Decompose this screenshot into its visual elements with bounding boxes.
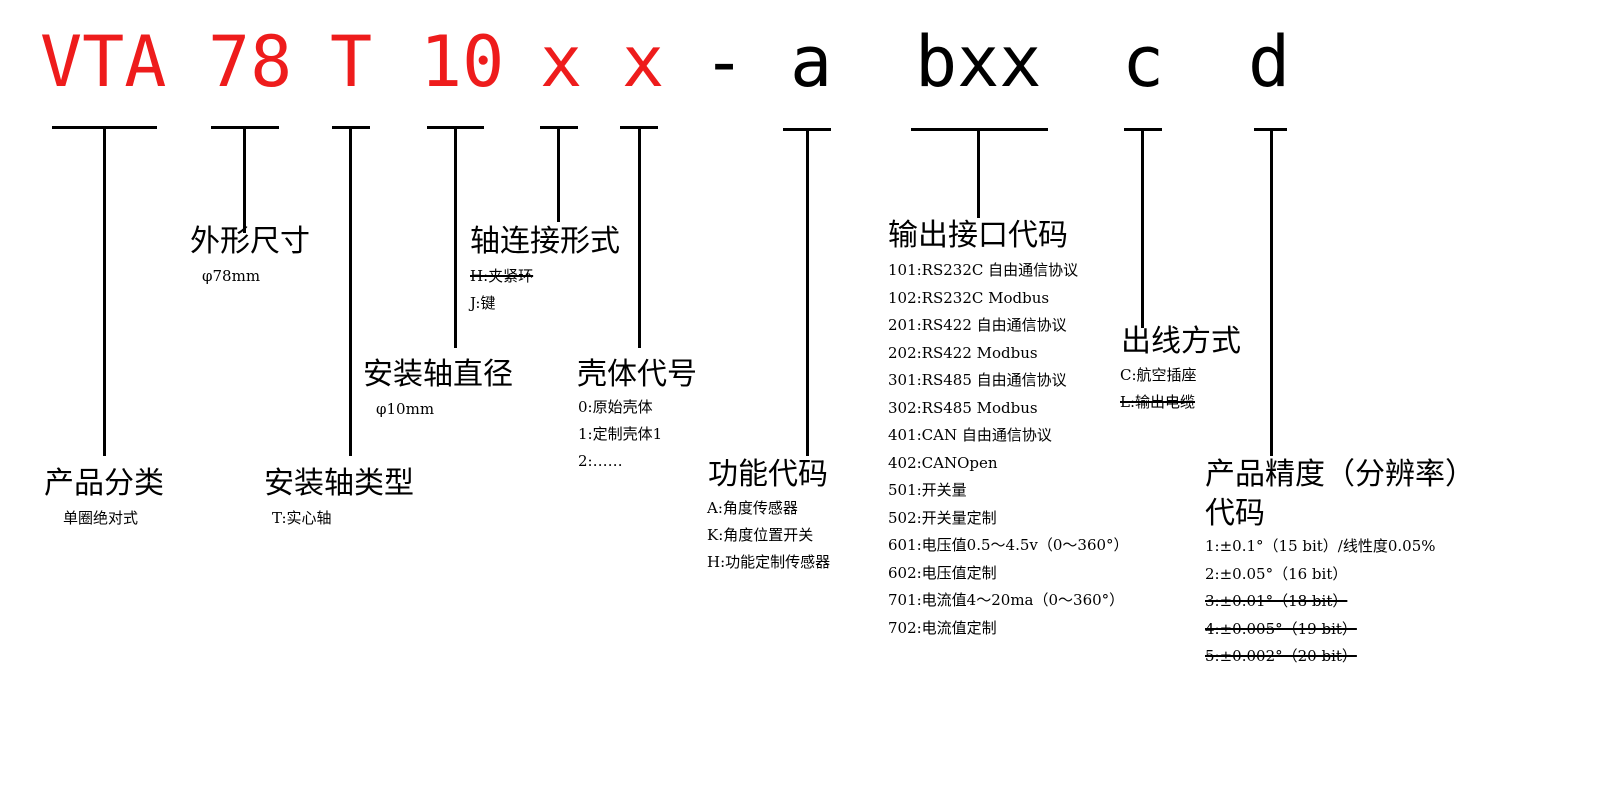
code-vta: VTA (40, 21, 167, 103)
cable-list: C:航空插座 L:输出电缆 (1120, 362, 1197, 416)
shaft-connection-item: H:夹紧环 (470, 267, 534, 285)
output-item: 702:电流值定制 (888, 618, 997, 637)
function-title: 功能代码 (708, 457, 828, 492)
leader-d (1270, 128, 1273, 456)
precision-item: 4:±0.005°（19 bit） (1205, 619, 1357, 638)
leader-shaft-type (349, 126, 352, 456)
leader-c (1141, 128, 1144, 328)
shaft-connection-list: H:夹紧环 J:键 (470, 263, 533, 317)
output-item: 701:电流值4～20ma（0～360°） (888, 591, 1125, 609)
code-shaft-type: T (330, 21, 373, 103)
function-item: A:角度传感器 (707, 499, 798, 517)
output-item: 201:RS422 自由通信协议 (888, 316, 1067, 334)
code-dash: - (703, 21, 746, 103)
leader-vta (103, 126, 106, 456)
code-x2: x (622, 21, 665, 103)
housing-item: 1:定制壳体1 (578, 425, 663, 443)
output-item: 301:RS485 自由通信协议 (888, 371, 1067, 389)
precision-item: 1:±0.1°（15 bit）/线性度0.05% (1205, 537, 1436, 555)
code-bxx: bxx (915, 21, 1042, 103)
shaft-diameter-value: φ10mm (376, 400, 435, 418)
housing-item: 2:…… (578, 452, 623, 470)
precision-item: 5:±0.002°（20 bit） (1205, 647, 1357, 665)
output-title: 输出接口代码 (888, 218, 1068, 253)
output-item: 401:CAN 自由通信协议 (888, 426, 1052, 444)
leader-diameter (454, 126, 457, 348)
shaft-type-title: 安装轴类型 (264, 466, 414, 501)
housing-item: 0:原始壳体 (578, 398, 653, 416)
output-item: 501:开关量 (888, 481, 967, 499)
dimension-value: φ78mm (202, 267, 261, 285)
shaft-diameter-title: 安装轴直径 (363, 357, 513, 392)
function-item: K:角度位置开关 (707, 526, 814, 544)
precision-item: 3:±0.01°（18 bit） (1205, 592, 1348, 610)
code-c: c (1122, 21, 1165, 103)
output-item: 302:RS485 Modbus (888, 398, 1038, 417)
output-item: 502:开关量定制 (888, 508, 997, 527)
product-category-title: 产品分类 (44, 466, 164, 501)
precision-item: 2:±0.05°（16 bit） (1205, 564, 1348, 583)
leader-size (243, 126, 246, 233)
housing-title: 壳体代号 (577, 357, 697, 392)
shaft-connection-title: 轴连接形式 (470, 224, 620, 259)
code-a: a (790, 21, 833, 103)
output-item: 601:电压值0.5～4.5v（0～360°） (888, 536, 1129, 554)
output-item: 402:CANOpen (888, 453, 998, 472)
function-list: A:角度传感器 K:角度位置开关 H:功能定制传感器 (707, 495, 830, 576)
cable-title: 出线方式 (1121, 324, 1241, 359)
leader-x2 (638, 126, 641, 348)
leader-a (806, 128, 809, 456)
output-item: 602:电压值定制 (888, 563, 997, 582)
housing-list: 0:原始壳体 1:定制壳体1 2:…… (578, 394, 662, 475)
output-list: 101:RS232C 自由通信协议 102:RS232C Modbus 201:… (888, 257, 1129, 642)
product-category-value: 单圈绝对式 (63, 509, 139, 527)
dimension-title: 外形尺寸 (190, 224, 310, 259)
precision-title-line1: 产品精度（分辨率） (1205, 457, 1475, 492)
code-size: 78 (208, 21, 293, 103)
code-d: d (1248, 21, 1291, 103)
output-item: 202:RS422 Modbus (888, 343, 1038, 362)
code-x1: x (540, 21, 583, 103)
code-diameter: 10 (420, 21, 505, 103)
cable-item: C:航空插座 (1120, 366, 1197, 384)
output-item: 102:RS232C Modbus (888, 288, 1050, 307)
shaft-connection-item: J:键 (470, 294, 496, 312)
cable-item: L:输出电缆 (1120, 393, 1196, 411)
precision-list: 1:±0.1°（15 bit）/线性度0.05% 2:±0.05°（16 bit… (1205, 533, 1436, 671)
function-item: H:功能定制传感器 (707, 553, 831, 571)
shaft-type-value: T:实心轴 (272, 509, 332, 527)
leader-bxx (977, 128, 980, 218)
precision-title-line2: 代码 (1205, 496, 1265, 531)
output-item: 101:RS232C 自由通信协议 (888, 261, 1079, 279)
leader-x1 (557, 126, 560, 222)
